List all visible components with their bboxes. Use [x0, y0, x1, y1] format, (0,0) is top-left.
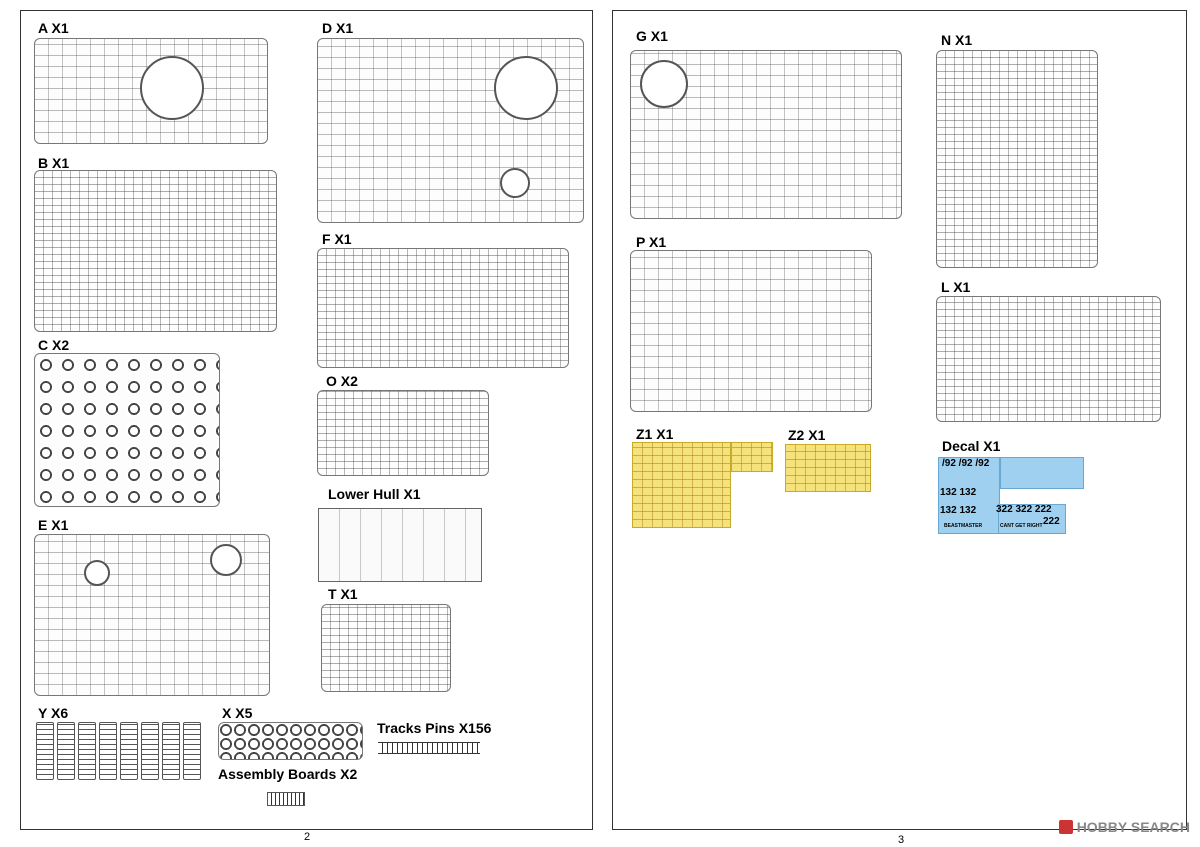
sprue-y-label: Y X6 [38, 705, 69, 721]
decal-sheet-main [938, 457, 1000, 534]
lower-hull-label: Lower Hull X1 [328, 486, 421, 502]
lower-hull [318, 508, 482, 582]
sprue-a-turret-ring [140, 56, 204, 120]
sprue-e-ring-2 [84, 560, 110, 586]
decal-sheet-top-right [1000, 457, 1084, 489]
photo-etch-z2 [785, 444, 871, 492]
sprue-l-label: L X1 [941, 279, 971, 295]
watermark-text: HOBBY SEARCH [1076, 819, 1190, 835]
sprue-y-part [141, 722, 159, 780]
sprue-c [34, 353, 220, 507]
sprue-g-hatch [640, 60, 688, 108]
sprue-t-label: T X1 [328, 586, 358, 602]
decal-text-small-1: BEASTMASTER [944, 523, 983, 529]
sprue-y [36, 722, 206, 782]
decal-text-row4: 322 322 222 [996, 504, 1052, 515]
sprue-c-label: C X2 [38, 337, 70, 353]
sprue-y-part [120, 722, 138, 780]
sprue-x-label: X X5 [222, 705, 253, 721]
sprue-z2-label: Z2 X1 [788, 427, 826, 443]
sprue-e-label: E X1 [38, 517, 69, 533]
sprue-d-hatch [500, 168, 530, 198]
sprue-a-label: A X1 [38, 20, 69, 36]
photo-etch-z1 [632, 442, 731, 528]
sprue-x [218, 722, 363, 760]
sprue-y-part [36, 722, 54, 780]
sprue-t [321, 604, 451, 692]
page-number-right: 3 [898, 834, 905, 846]
sprue-y-part [78, 722, 96, 780]
sprue-n-label: N X1 [941, 32, 973, 48]
decal-text-row2: 132 132 [940, 487, 977, 498]
track-pins-label: Tracks Pins X156 [377, 720, 492, 736]
sprue-f-label: F X1 [322, 231, 352, 247]
sprue-f [317, 248, 569, 368]
sprue-b [34, 170, 277, 332]
sprue-p [630, 250, 872, 412]
sprue-p-label: P X1 [636, 234, 667, 250]
sprue-d-label: D X1 [322, 20, 354, 36]
decal-text-small-2: CANT GET RIGHT [1000, 523, 1043, 529]
page-number-left: 2 [304, 831, 311, 843]
hobby-search-watermark: HOBBY SEARCH [1058, 819, 1190, 835]
track-pins [378, 742, 480, 754]
sprue-y-part [183, 722, 201, 780]
sprue-y-part [162, 722, 180, 780]
sprue-z1-label: Z1 X1 [636, 426, 674, 442]
sprue-d-turret-ring [494, 56, 558, 120]
sprue-y-part [57, 722, 75, 780]
decal-sheet-bottom [998, 504, 1066, 534]
decal-text-row1: /92 /92 /92 [942, 458, 990, 469]
hobby-search-logo-icon [1058, 820, 1073, 834]
decal-label: Decal X1 [942, 438, 1001, 454]
assembly-board [267, 792, 305, 806]
sprue-b-label: B X1 [38, 155, 70, 171]
sprue-y-part [99, 722, 117, 780]
sprue-g-label: G X1 [636, 28, 668, 44]
sprue-l [936, 296, 1161, 422]
sprue-n [936, 50, 1098, 268]
decal-text-row5: 222 [1043, 516, 1060, 527]
sprue-e-ring-1 [210, 544, 242, 576]
sprue-o-label: O X2 [326, 373, 358, 389]
sprue-o [317, 390, 489, 476]
assembly-boards-label: Assembly Boards X2 [218, 766, 358, 782]
photo-etch-z1-small [731, 442, 773, 472]
decal-text-row3: 132 132 [940, 505, 977, 516]
